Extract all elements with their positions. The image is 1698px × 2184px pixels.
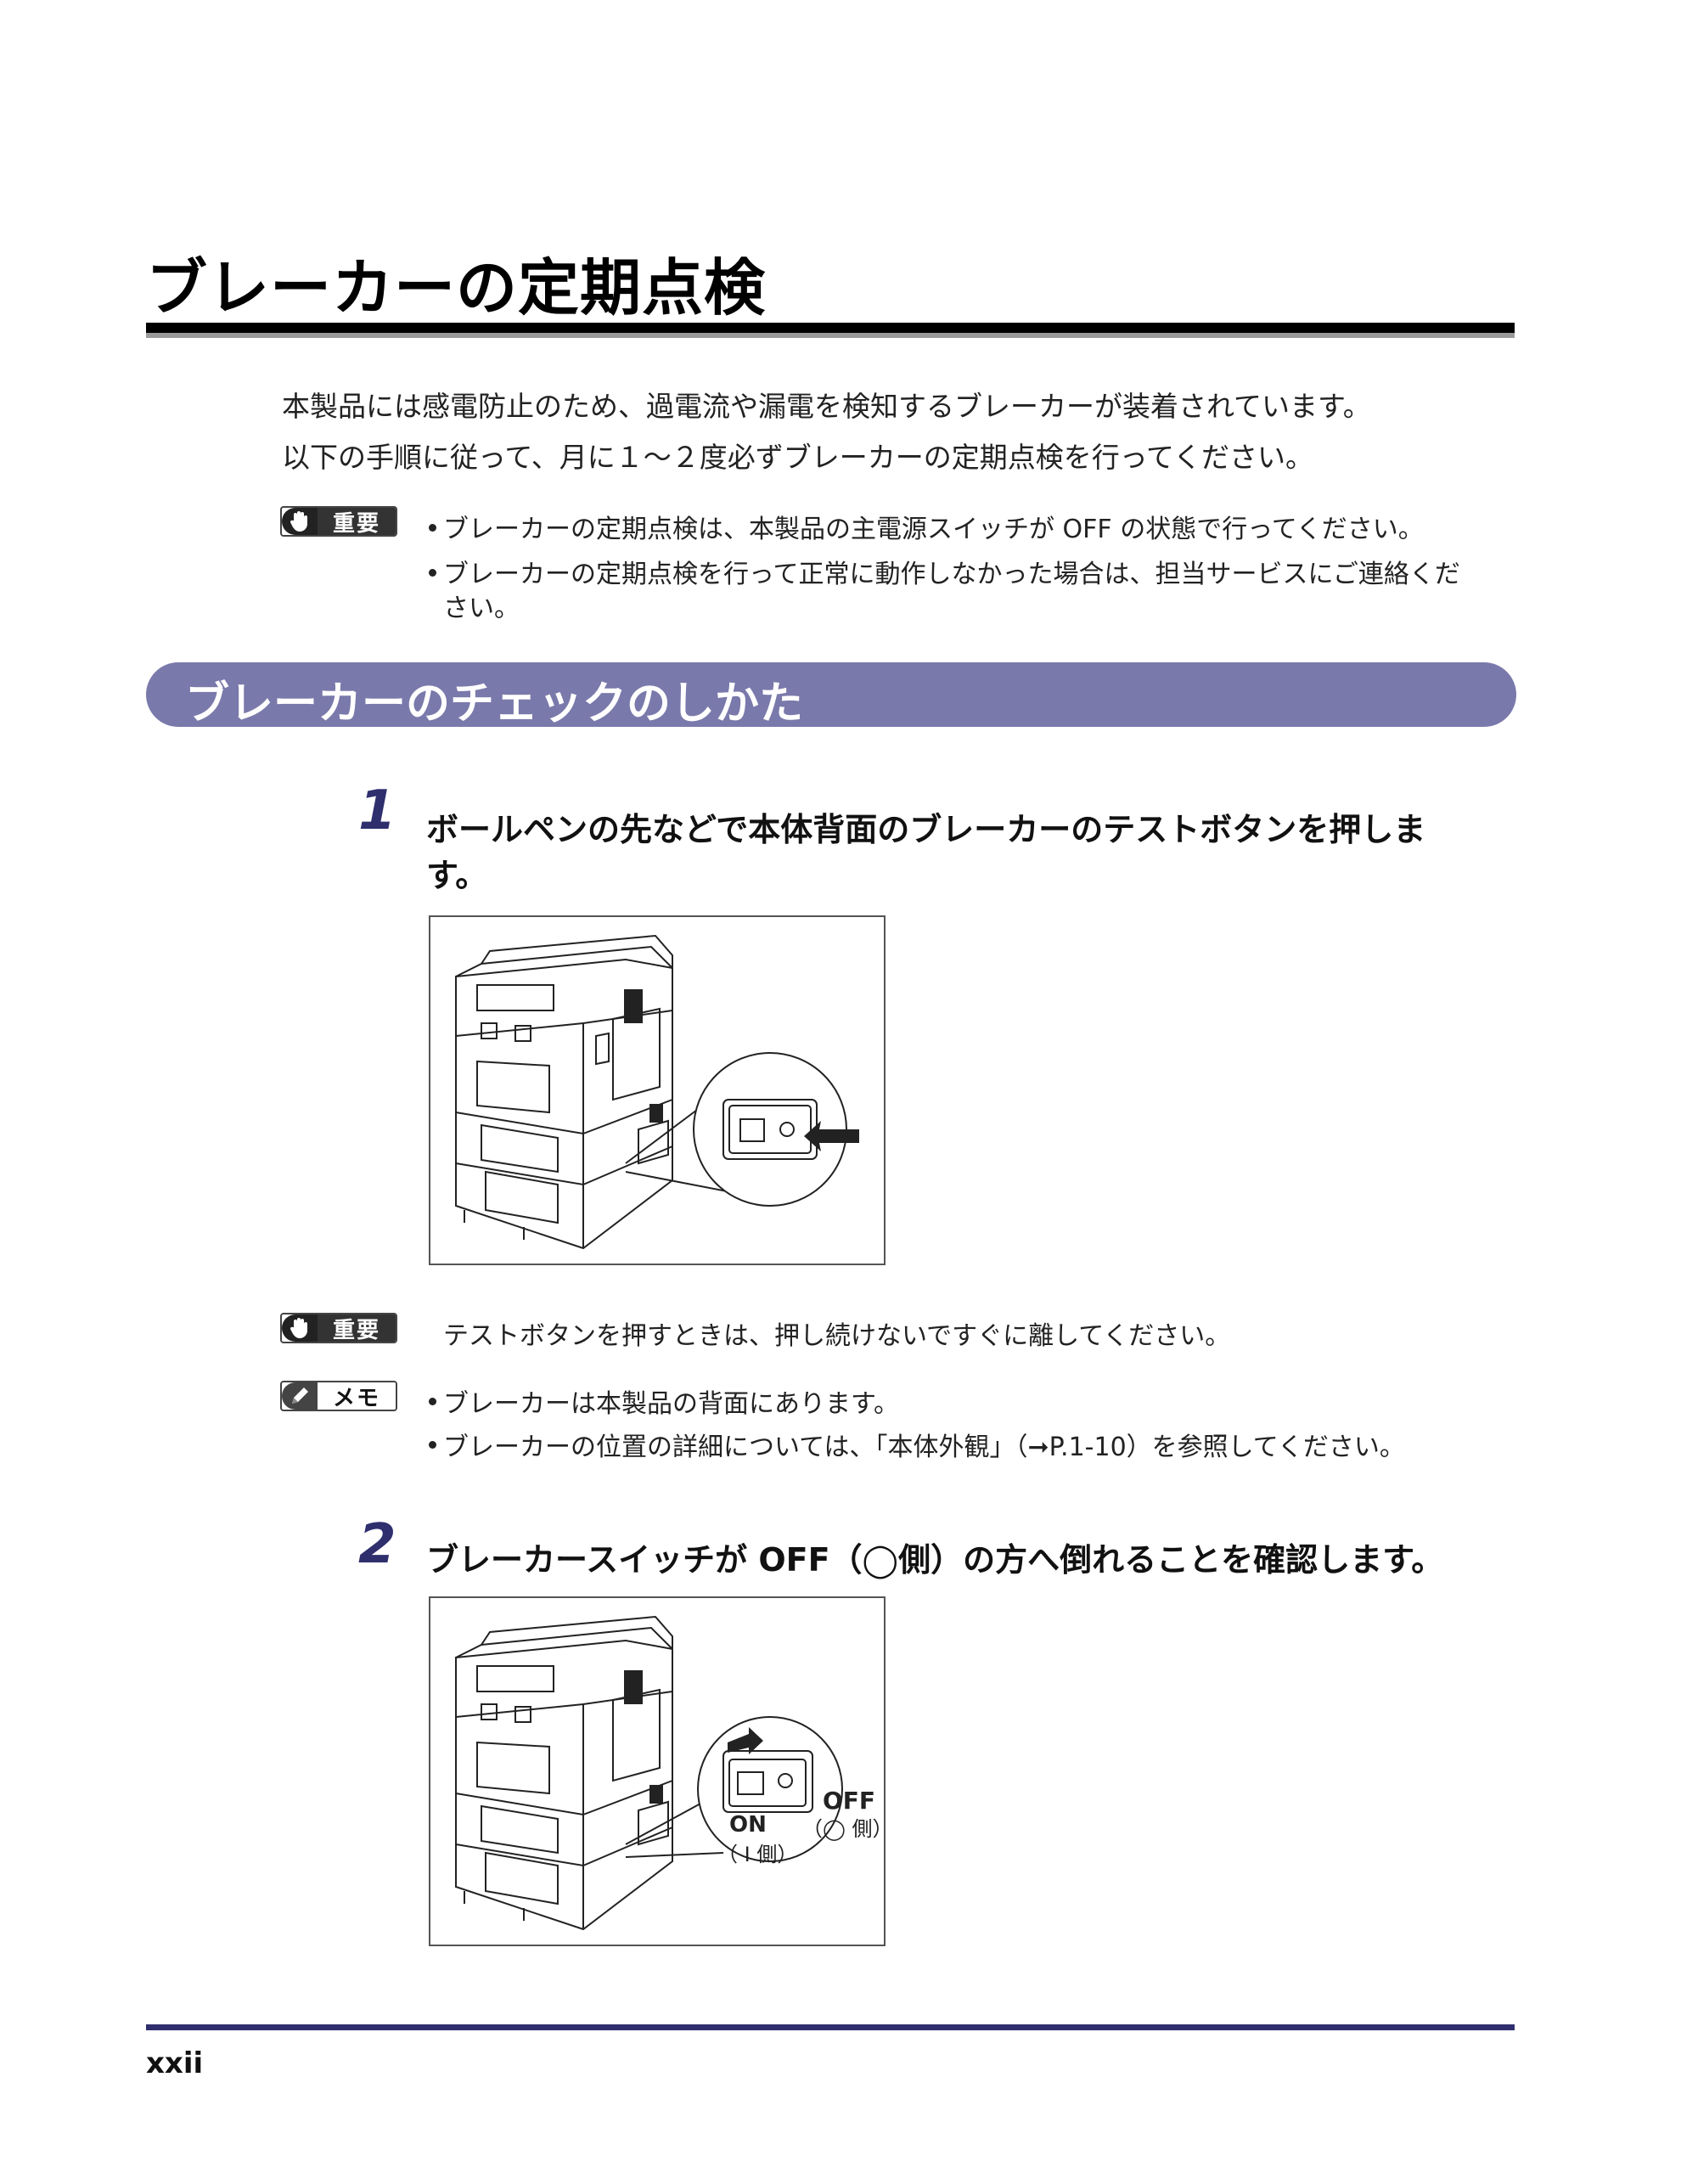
- step-number-1: 1: [358, 780, 396, 842]
- section-title: ブレーカーのチェックのしかた: [185, 678, 804, 729]
- bullet: [429, 1398, 436, 1405]
- step-1-text-line-1: ボールペンの先などで本体背面のブレーカーのテストボタンを押しま: [426, 811, 1426, 848]
- important-2-text: テストボタンを押すときは、押し続けないですぐに離してください。: [443, 1321, 1231, 1351]
- printer-rear-illustration-2: [455, 1615, 843, 1931]
- intro-line-1: 本製品には感電防止のため、過電流や漏電を検知するブレーカーが装着されています。: [282, 390, 1371, 423]
- important-badge-label: 重要: [318, 508, 396, 535]
- important-badge: 重要: [280, 506, 397, 537]
- hand-icon: [282, 1314, 318, 1342]
- off-side-label: （◯ 側）: [802, 1817, 893, 1841]
- memo-item-1: ブレーカーは本製品の背面にあります。: [443, 1389, 899, 1419]
- important-item-2: ブレーカーの定期点検を行って正常に動作しなかった場合は、担当サービスにご連絡くだ: [443, 560, 1460, 589]
- step-2-text: ブレーカースイッチが OFF（◯側）の方へ倒れることを確認します。: [426, 1541, 1444, 1579]
- important-badge-2: 重要: [280, 1313, 397, 1343]
- bullet: [429, 569, 436, 577]
- figure-test-button: [429, 915, 886, 1265]
- hand-icon: [282, 508, 318, 535]
- off-label: OFF: [823, 1787, 876, 1815]
- footer-rule: [146, 2024, 1515, 2030]
- pencil-icon: [282, 1382, 318, 1410]
- memo-item-2: ブレーカーの位置の詳細については、「本体外観」（➞P.1-10）を参照してくださ…: [443, 1433, 1405, 1462]
- memo-badge: メモ: [280, 1381, 397, 1411]
- printer-rear-illustration-1: [455, 934, 859, 1250]
- page-number: xxii: [146, 2046, 204, 2080]
- on-label: ON: [729, 1812, 767, 1838]
- important-item-1: ブレーカーの定期点検は、本製品の主電源スイッチが OFF の状態で行ってください…: [443, 515, 1424, 544]
- intro-line-2: 以下の手順に従って、月に１～２度必ずブレーカーの定期点検を行ってください。: [282, 441, 1314, 474]
- on-side-label: （ I 側）: [717, 1843, 798, 1866]
- memo-badge-label: メモ: [318, 1382, 396, 1410]
- page-title: ブレーカーの定期点検: [146, 252, 767, 324]
- important-badge-label: 重要: [318, 1314, 396, 1342]
- important-item-2-cont: さい。: [443, 594, 520, 623]
- figure-breaker-switch: OFF （◯ 側） ON （ I 側）: [429, 1596, 893, 1946]
- section-banner: [146, 662, 1516, 727]
- title-rule-shadow: [146, 333, 1515, 338]
- bullet: [429, 524, 436, 532]
- title-rule: [146, 323, 1515, 333]
- step-1-text-line-2: す。: [426, 857, 488, 894]
- bullet: [429, 1441, 436, 1449]
- step-number-2: 2: [358, 1513, 396, 1576]
